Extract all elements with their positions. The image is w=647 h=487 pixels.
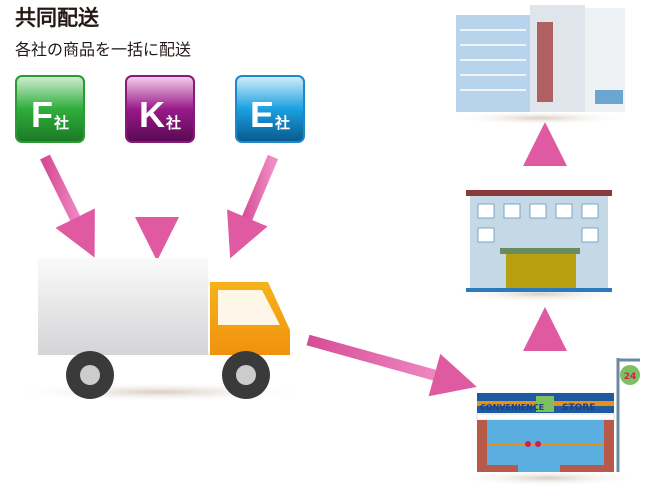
store-sign-right: STORE xyxy=(562,403,595,413)
warehouse-icon xyxy=(450,190,630,302)
badge-letter: E xyxy=(249,94,274,135)
badge-letter: K xyxy=(138,94,165,135)
badge-suffix: 社 xyxy=(275,115,291,132)
badge-suffix: 社 xyxy=(53,115,69,132)
subtitle: 各社の商品を一括に配送 xyxy=(15,40,192,59)
store-sign-left: CONVENIENCE xyxy=(480,403,544,412)
page-title: 共同配送 xyxy=(15,6,99,30)
arrow-truck-to-store xyxy=(306,334,477,397)
arrow-e-to-truck xyxy=(227,154,279,259)
convenience-store-icon: CONVENIENCE STORE 24 xyxy=(453,358,643,486)
arrow-f-to-truck xyxy=(40,154,95,258)
store-24-badge: 24 xyxy=(624,372,637,382)
badge-letter: F xyxy=(30,94,53,135)
office-building-icon xyxy=(450,5,630,125)
badge-suffix: 社 xyxy=(165,115,181,132)
truck-icon xyxy=(10,258,310,402)
